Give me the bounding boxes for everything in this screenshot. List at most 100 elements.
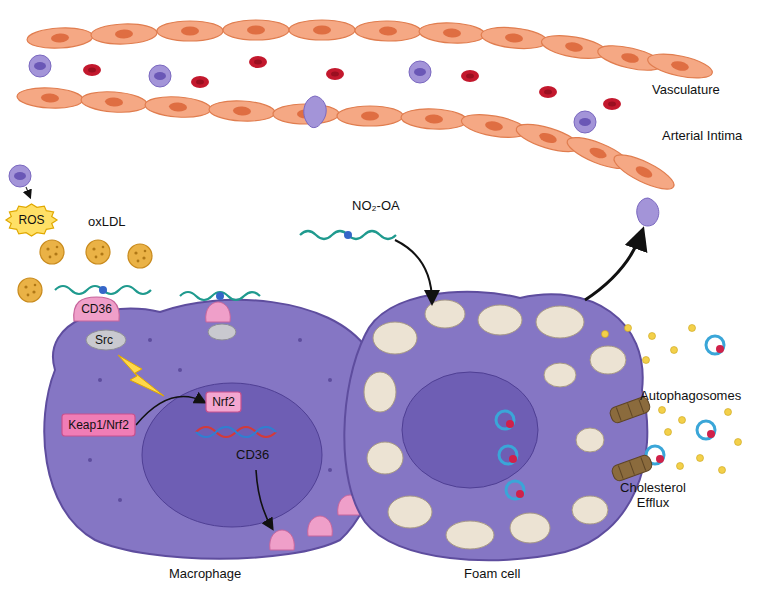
blood-cells: [326, 68, 344, 80]
autophagosomes: [506, 481, 524, 499]
signal-flash: [118, 355, 164, 396]
region-label: Arterial Intima: [662, 128, 742, 143]
gene-label: CD36: [236, 447, 269, 462]
cholesterol: [665, 429, 672, 436]
cholesterol: [719, 467, 726, 474]
blood-cells: [149, 65, 171, 87]
vessel-wall: [646, 49, 715, 82]
organelle-label: Autophagosomes: [640, 388, 741, 403]
autophagosomes: [697, 421, 715, 439]
blood-cells: [603, 98, 621, 110]
lipid-droplets: [367, 442, 403, 474]
cholesterol: [659, 407, 666, 414]
blood-cells: [461, 70, 479, 82]
cholesterol: [725, 409, 732, 416]
process-label: Cholesterol Efflux: [612, 480, 694, 510]
blood-cells: [9, 165, 31, 187]
cytoplasm-dots: [118, 498, 122, 502]
vessel-wall: [401, 107, 468, 130]
cholesterol: [649, 333, 656, 340]
macrophage-nucleus: [142, 383, 322, 527]
src-kinase: [86, 330, 126, 350]
nitro-fatty-acid: [344, 231, 352, 239]
dna-helix: [196, 427, 276, 437]
nitro-fatty-acid: [300, 231, 396, 239]
blood-cells: [249, 56, 267, 68]
src-kinase: [208, 324, 236, 340]
blood-cells: [409, 61, 431, 83]
cytoplasm-dots: [148, 338, 152, 342]
lipid-droplets: [425, 300, 465, 328]
lipid-droplets: [572, 496, 608, 524]
cd36-receptor: [206, 302, 231, 322]
nitro-fatty-acid: [180, 292, 260, 300]
egress-arrow: [585, 232, 642, 300]
cholesterol: [602, 331, 609, 338]
cell-label: Macrophage: [169, 566, 241, 581]
dna-helix: [196, 427, 276, 437]
kinase-label: Src: [95, 333, 113, 348]
particle-label: oxLDL: [88, 214, 126, 229]
cholesterol: [602, 325, 742, 474]
cholesterol: [735, 439, 742, 446]
cd36-receptors: [270, 530, 295, 550]
blood-cells: [637, 198, 659, 226]
cholesterol: [643, 357, 650, 364]
lipid-droplets: [478, 305, 522, 335]
cholesterol: [689, 325, 696, 332]
lipid-droplets: [373, 322, 417, 354]
cd36-receptor: CD36: [72, 297, 121, 321]
autophagosomes: [499, 446, 517, 464]
blood-cells: [29, 55, 51, 77]
macrophage-cell: [44, 300, 383, 559]
compound-label: NO₂-OA: [352, 198, 400, 213]
nrf2-protein-shape: [206, 392, 241, 412]
blood-cells: [191, 76, 209, 88]
vessel-wall: [157, 21, 223, 41]
vessel-wall: [419, 21, 486, 44]
keap1-nrf2-complex: Keap1/Nrf2: [62, 414, 135, 436]
lipid-droplets: [544, 363, 576, 387]
blood-cells: [304, 96, 326, 128]
keap1-nrf2-complex-shape: [62, 414, 135, 436]
cholesterol: [677, 463, 684, 470]
vessel-wall: [355, 20, 421, 41]
transport-arrow: [256, 470, 272, 528]
vessel-wall: [610, 149, 678, 196]
node-text: ROS: [18, 213, 45, 227]
vessel-wall: [144, 95, 211, 120]
vessel-wall: [209, 99, 276, 122]
blood-cells: [574, 111, 596, 133]
vessel-wall: [27, 26, 94, 49]
signal-arrow: [136, 397, 204, 425]
cd36-receptors: [270, 495, 363, 550]
nitro-fatty-acid: [216, 292, 224, 300]
cd36-receptors: [308, 516, 333, 536]
autophagosomes: [496, 411, 514, 429]
cytoplasm-dots: [178, 368, 182, 372]
vessel-wall: [480, 25, 548, 52]
vessel-wall: [17, 86, 84, 109]
cytoplasm-dots: [328, 378, 332, 382]
lipid-droplets: [364, 372, 396, 412]
node-text: Nrf2: [212, 395, 235, 409]
blood-cells: [83, 64, 101, 76]
foam-cell: [344, 292, 647, 560]
lipid-droplets: [364, 300, 626, 549]
cholesterol: [679, 417, 686, 424]
cholesterol: [697, 455, 704, 462]
lipid-droplets: [510, 513, 550, 543]
nitro-fatty-acid: [55, 231, 396, 300]
oxldl-particles: [18, 240, 152, 302]
vessel-wall: [17, 20, 715, 195]
vessel-wall: [223, 20, 289, 40]
ros-burst-shape: [6, 204, 57, 236]
node-text: Keap1/Nrf2: [68, 418, 129, 432]
foam-nucleus: [402, 372, 538, 488]
cytoplasm-dots: [88, 458, 92, 462]
lipid-droplets: [590, 346, 626, 374]
cytoplasm-dots: [328, 468, 332, 472]
vessel-wall: [91, 23, 158, 45]
autophagosomes: [706, 336, 724, 354]
